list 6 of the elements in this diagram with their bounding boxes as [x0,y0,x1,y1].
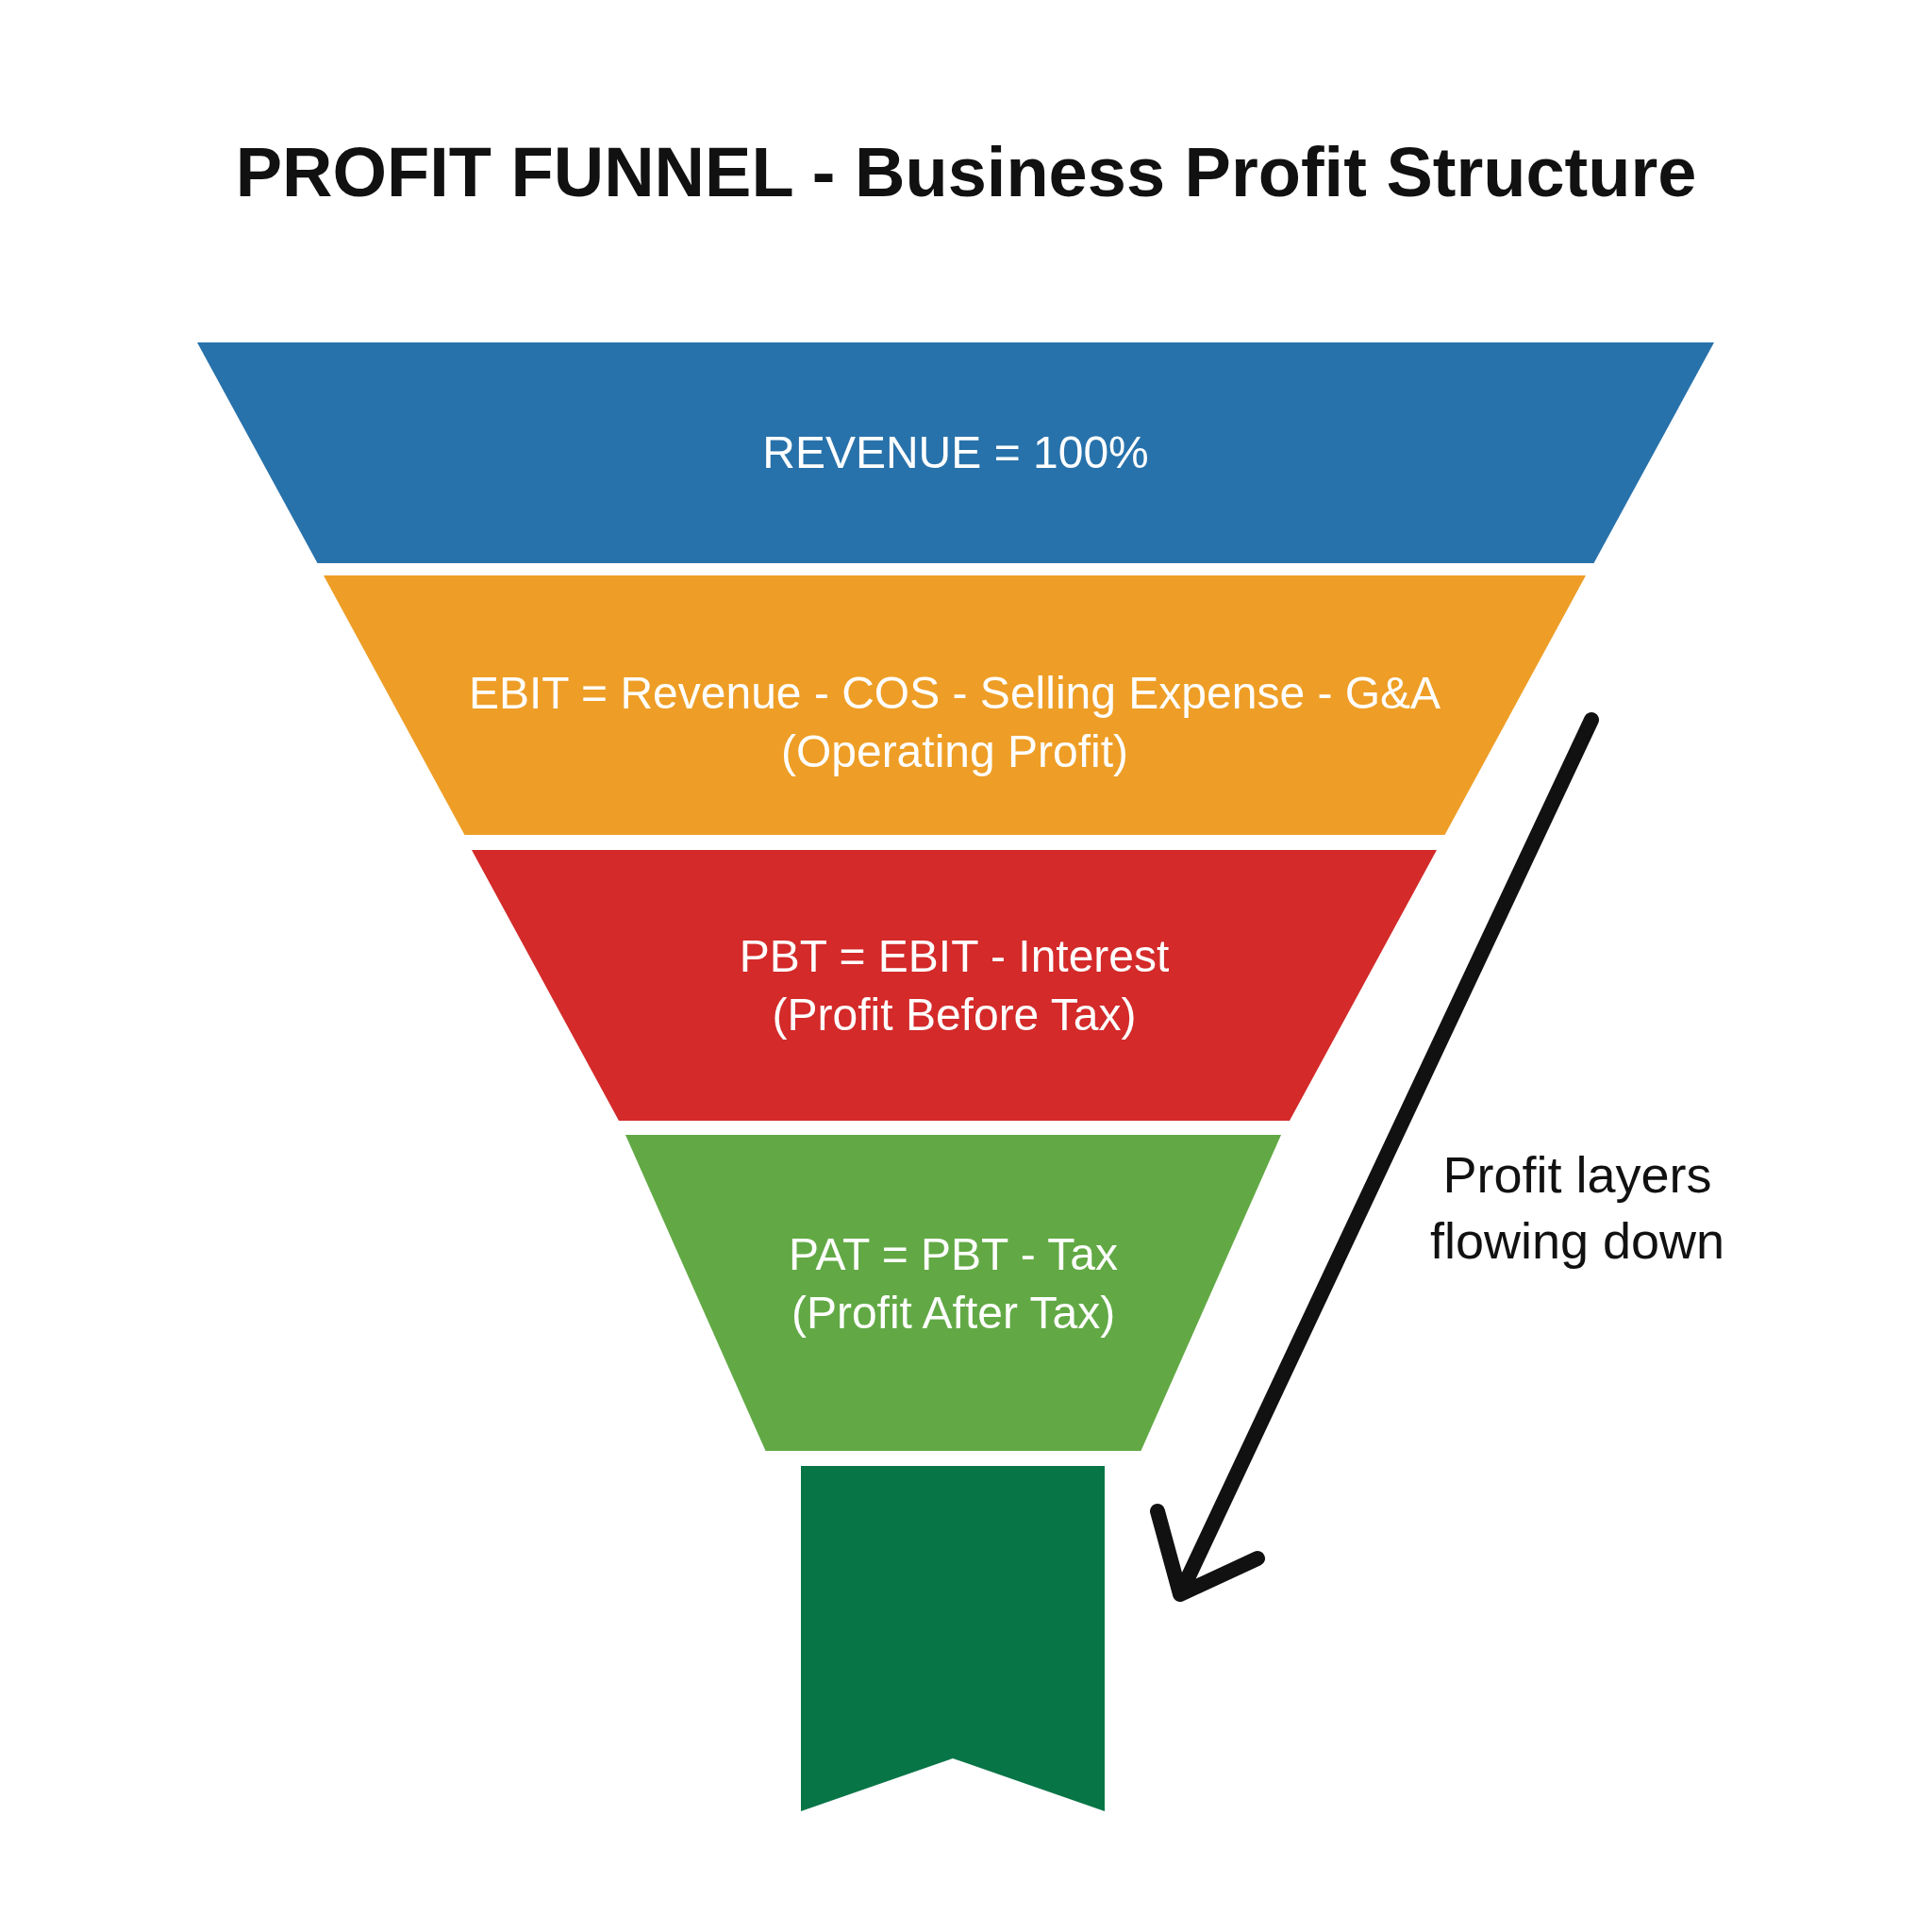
title: PROFIT FUNNEL - Business Profit Structure [234,132,1698,212]
annotation-text: Profit layers flowing down [1428,1145,1726,1272]
band-text: PAT = PBT - Tax (Profit After Tax) [788,1227,1119,1340]
band-text: PBT = EBIT - Interest (Profit Before Tax) [738,929,1171,1041]
band-text: EBIT = Revenue - COS - Selling Expense - G&A (Operating Profit) [467,666,1442,778]
band-text: REVENUE = 100% [761,425,1150,479]
